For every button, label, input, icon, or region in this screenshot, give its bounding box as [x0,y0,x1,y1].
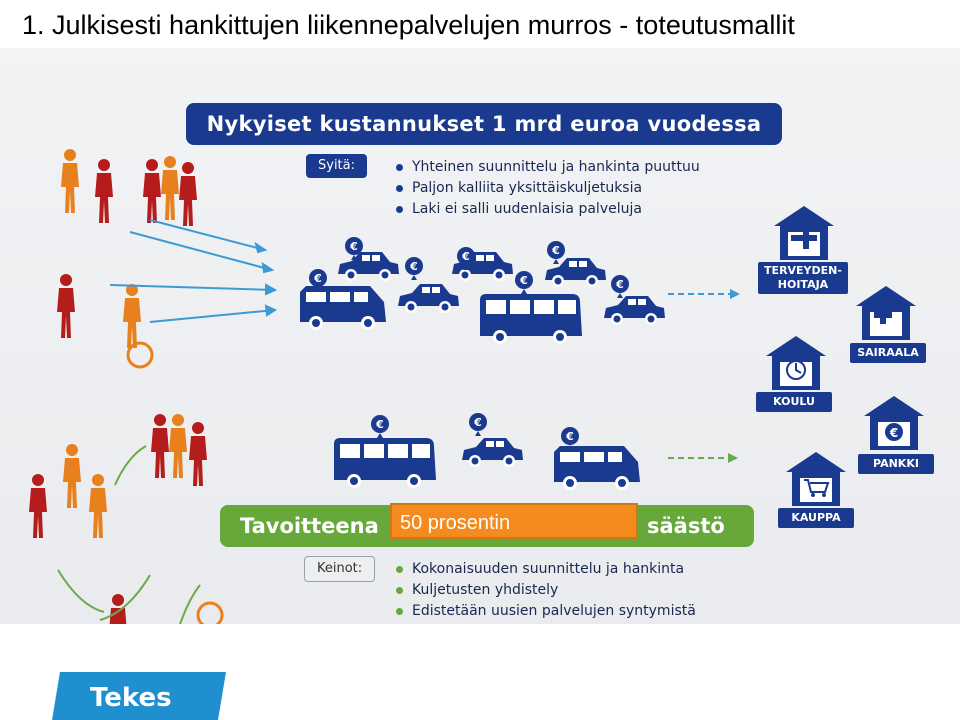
tekes-logo-text: Tekes [90,683,172,713]
means-label: Keinot: [304,556,376,582]
wheelchair-icon [126,341,154,369]
people-group-top [61,149,179,348]
means-item: Kuljetusten yhdistely [396,580,696,601]
destination-label-health-line2: HOITAJA [777,278,829,291]
vehicles-bottom [334,438,640,490]
goal-prefix: Tavoitteena [240,514,379,538]
arrows-to-vehicles [109,219,278,323]
current-cost-banner: Nykyiset kustannukset 1 mrd euroa vuodes… [186,103,782,145]
vehicles-top [300,252,665,344]
infographic-illustration: € [29,149,924,624]
destination-label-shop: KAUPPA [778,508,854,528]
svg-text:€: € [889,426,898,440]
means-list: Kokonaisuuden suunnittelu ja hankinta Ku… [396,559,696,622]
reason-item: Yhteinen suunnittelu ja hankinta puuttuu [396,157,700,178]
house-shop-icon [786,452,846,506]
destination-label-health: TERVEYDEN- HOITAJA [758,262,848,294]
house-health-icon [774,206,834,260]
slide-title: 1. Julkisesti hankittujen liikennepalvel… [22,10,795,40]
tekes-logo: Tekes [52,672,226,720]
goal-value-box[interactable]: 50 prosentin [390,503,638,539]
reason-item: Laki ei salli uudenlaisia palveluja [396,199,700,220]
house-school-icon [766,336,826,390]
reasons-label: Syitä: [306,154,368,178]
house-bank-icon: € [864,396,924,450]
house-hospital-icon [856,286,916,340]
goal-suffix: säästö [647,514,725,538]
reason-item: Paljon kalliita yksittäiskuljetuksia [396,178,700,199]
destination-label-school: KOULU [756,392,832,412]
reasons-list: Yhteinen suunnittelu ja hankinta puuttuu… [396,157,700,220]
destination-label-hospital: SAIRAALA [850,343,926,363]
destination-label-bank: PANKKI [858,454,934,474]
destination-label-health-line1: TERVEYDEN- [764,264,842,277]
means-item: Kokonaisuuden suunnittelu ja hankinta [396,559,696,580]
means-item: Edistetään uusien palvelujen syntymistä [396,601,696,622]
